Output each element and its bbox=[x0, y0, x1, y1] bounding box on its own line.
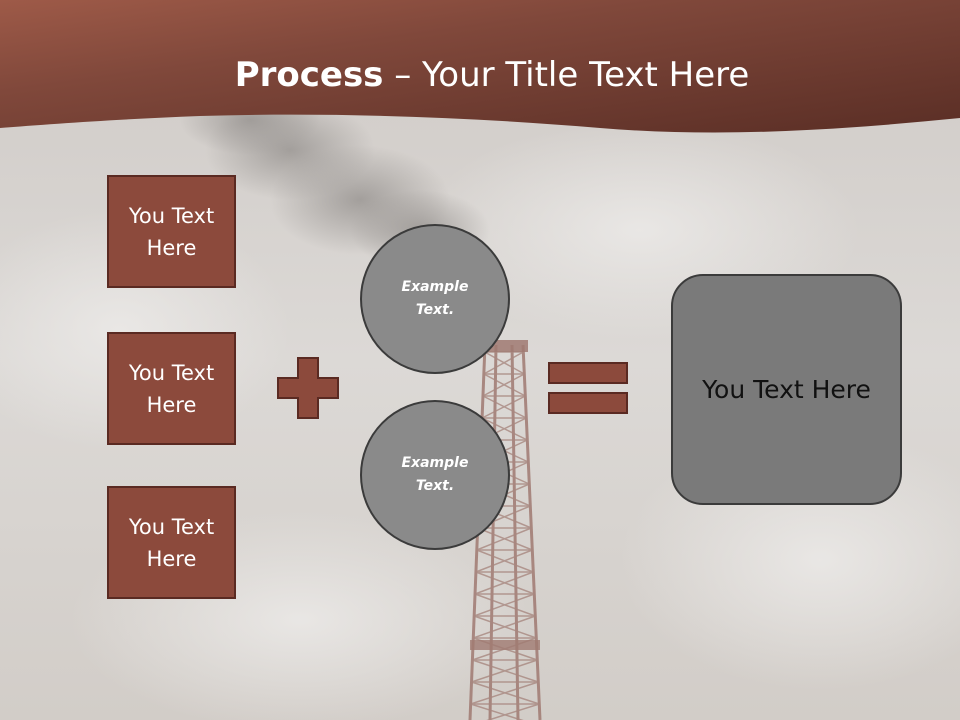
input-box-3-label: You Text Here bbox=[128, 514, 215, 571]
input-box-2-label: You Text Here bbox=[128, 360, 215, 417]
input-box-1-label: You Text Here bbox=[128, 203, 215, 260]
input-box-1[interactable]: You Text Here bbox=[107, 175, 236, 288]
slide-title: Process – Your Title Text Here bbox=[0, 50, 960, 100]
equals-icon bbox=[548, 362, 628, 414]
example-circle-1[interactable]: Example Text. bbox=[360, 224, 510, 374]
input-box-3[interactable]: You Text Here bbox=[107, 486, 236, 599]
input-box-2[interactable]: You Text Here bbox=[107, 332, 236, 445]
plus-icon bbox=[277, 357, 339, 419]
title-bold: Process bbox=[234, 55, 384, 95]
example-circle-1-label: Example Text. bbox=[401, 279, 469, 318]
result-box-label: You Text Here bbox=[702, 375, 871, 404]
title-rest: – Your Title Text Here bbox=[383, 55, 750, 95]
example-circle-2[interactable]: Example Text. bbox=[360, 400, 510, 550]
result-box[interactable]: You Text Here bbox=[671, 274, 902, 505]
example-circle-2-label: Example Text. bbox=[401, 455, 469, 494]
